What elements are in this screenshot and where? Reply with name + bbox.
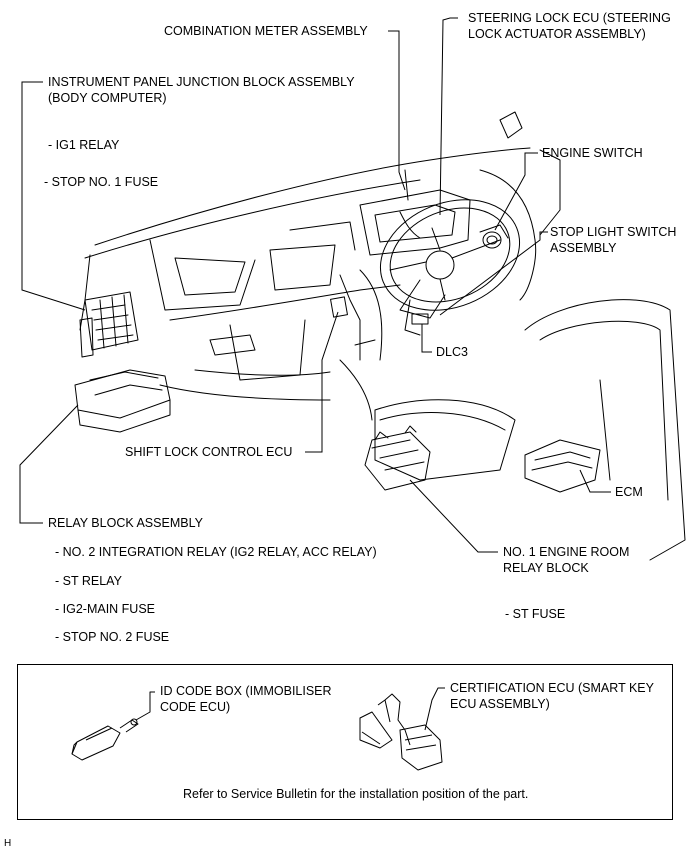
engine-switch-label: ENGINE SWITCH xyxy=(542,146,643,160)
ig1-relay-label: - IG1 RELAY xyxy=(48,138,120,152)
stop-no2-fuse-label: - STOP NO. 2 FUSE xyxy=(55,630,170,644)
no1-engine-room-relay-block-label: NO. 1 ENGINE ROOM RELAY BLOCK xyxy=(503,545,630,575)
no2-integration-relay-label: - NO. 2 INTEGRATION RELAY (IG2 RELAY, AC… xyxy=(55,545,377,559)
inset-box xyxy=(17,664,673,820)
instrument-panel-junction-block-label: INSTRUMENT PANEL JUNCTION BLOCK ASSEMBLY… xyxy=(48,75,355,105)
steering-lock-ecu-label: STEERING LOCK ECU (STEERING LOCK ACTUATO… xyxy=(468,11,671,41)
combination-meter-label: COMBINATION METER ASSEMBLY xyxy=(164,24,368,38)
stop-no1-fuse-label: - STOP NO. 1 FUSE xyxy=(44,175,159,189)
relay-block-assembly-label: RELAY BLOCK ASSEMBLY xyxy=(48,516,203,530)
footer-code: H xyxy=(4,838,12,849)
stop-light-switch-label: STOP LIGHT SWITCH ASSEMBLY xyxy=(550,225,677,255)
st-relay-label: - ST RELAY xyxy=(55,574,122,588)
dlc3-label: DLC3 xyxy=(436,345,468,359)
st-fuse-label: - ST FUSE xyxy=(505,607,566,621)
id-code-box-label: ID CODE BOX (IMMOBILISER CODE ECU) xyxy=(160,684,332,714)
service-bulletin-note: Refer to Service Bulletin for the instal… xyxy=(183,787,529,801)
shift-lock-control-ecu-label: SHIFT LOCK CONTROL ECU xyxy=(125,445,293,459)
ecm-label: ECM xyxy=(615,485,643,499)
certification-ecu-label: CERTIFICATION ECU (SMART KEY ECU ASSEMBL… xyxy=(450,681,654,711)
ig2-main-fuse-label: - IG2-MAIN FUSE xyxy=(55,602,156,616)
